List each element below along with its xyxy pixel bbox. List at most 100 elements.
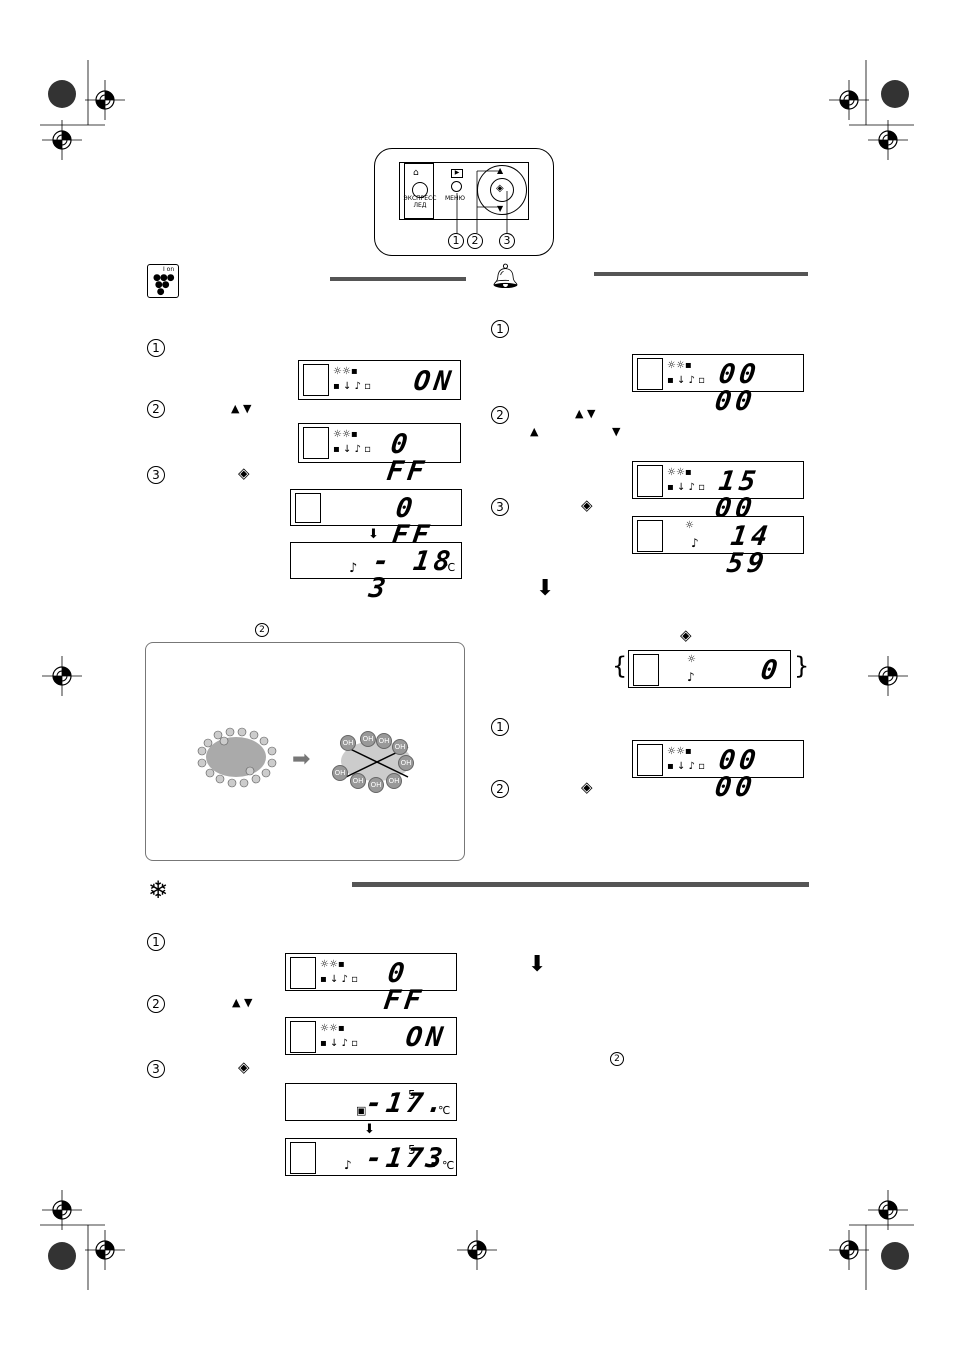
- ion-section-rule: [330, 277, 466, 281]
- down-arrow-icon: ⬇: [368, 527, 379, 542]
- status-icons: ☼☼▪▪ ↓ ♪ ▫: [667, 746, 705, 772]
- lcd-readout: 00 00: [712, 745, 762, 803]
- negative-ion-ring: [197, 727, 277, 788]
- status-icons: ☼☼▪▪ ↓ ♪ ▫: [320, 1023, 358, 1049]
- control-panel-diagram: ⌂ ЭКСПРЕСС ЛЕД ▶ МЕНЮ ▲ ▼ ◈ 1 2 3: [374, 148, 554, 256]
- lcd-readout: 0: [758, 655, 784, 686]
- down-arrow-icon: ⬇: [364, 1122, 375, 1137]
- oh-radical: OH: [376, 733, 392, 749]
- freeze-step-1: 1: [147, 933, 165, 951]
- ion-lcd-1: ☼☼▪▪ ↓ ♪ ▫ ON: [298, 360, 461, 400]
- lcd-decimal: 5: [408, 1143, 416, 1157]
- celsius-unit: ℃: [442, 1159, 455, 1172]
- ion-indicator-icon: [295, 493, 321, 523]
- freeze-step-3: 3: [147, 1060, 165, 1078]
- status-icons: ☼☼▪▪ ↓ ♪ ▫: [667, 360, 705, 386]
- enter-icon: ◈: [496, 183, 504, 194]
- ion-indicator-icon: [637, 358, 663, 390]
- alarm-lcd-5: ☼☼▪▪ ↓ ♪ ▫ 00 00: [632, 740, 804, 803]
- lcd-decimal: 5: [408, 1088, 416, 1102]
- bacteria-with-ions-illustration: [206, 737, 266, 777]
- ion-indicator-icon: [303, 364, 329, 396]
- express-label: ЭКСПРЕСС ЛЕД: [403, 195, 437, 209]
- ion-indicator-icon: [637, 744, 663, 776]
- express-freeze-button[interactable]: ⌂: [404, 163, 434, 219]
- up-arrow-icon: ▲: [530, 425, 539, 438]
- flash-bracket-right: }: [794, 652, 810, 680]
- alarm-lcd-4: ☼ ♪ 0: [628, 650, 791, 688]
- menu-label: МЕНЮ: [445, 195, 465, 202]
- ion-indicator-icon: [303, 427, 329, 459]
- navigation-dial[interactable]: ▲ ▼ ◈: [477, 165, 527, 215]
- lcd-readout: 0 FF: [381, 958, 427, 1016]
- freeze-lcd-2: ☼☼▪▪ ↓ ♪ ▫ ON: [285, 1017, 457, 1055]
- ion-indicator-icon: [290, 957, 316, 989]
- ion-indicator-icon: [290, 1142, 316, 1174]
- down-arrow-icon: ▼: [497, 204, 504, 213]
- lcd-readout: 15 00: [712, 466, 762, 524]
- music-note-icon: ♪: [344, 1158, 352, 1172]
- oh-radical: OH: [398, 755, 414, 771]
- music-note-icon: ♪: [349, 561, 358, 576]
- lcd-readout: 0 FF: [384, 429, 430, 487]
- music-note-icon: ♪: [687, 670, 695, 684]
- up-down-arrows-icon: ▲ ▼: [232, 996, 253, 1009]
- alarm-lcd-3: ☼ ♪ 14 59: [632, 516, 804, 579]
- oh-radical: OH: [332, 765, 348, 781]
- callout-3: 3: [499, 233, 515, 249]
- status-icons: ☼☼▪▪ ↓ ♪ ▫: [667, 467, 705, 493]
- enter-icon: ◈: [581, 496, 593, 514]
- alarm-b-step-1: 1: [491, 718, 509, 736]
- up-down-arrows-icon: ▲ ▼: [575, 407, 596, 420]
- enter-icon: ◈: [238, 464, 250, 482]
- celsius-unit: ℃: [438, 1104, 451, 1117]
- down-arrow-icon: ⬇: [536, 576, 555, 601]
- enter-icon: ◈: [238, 1058, 250, 1076]
- alarm-b-step-2: 2: [491, 780, 509, 798]
- music-note-icon: ♪: [691, 536, 699, 550]
- enter-icon: ◈: [680, 626, 692, 644]
- oh-radical: OH: [360, 731, 376, 747]
- ion-step2-arrows: ▲ ▼: [231, 402, 252, 415]
- lcd-readout: -17.: [363, 1088, 450, 1119]
- freeze-lcd-1: ☼☼▪▪ ↓ ♪ ▫ 0 FF: [285, 953, 457, 1016]
- lcd-readout: 00 00: [712, 359, 762, 417]
- ion-indicator-icon: [633, 654, 659, 686]
- ion-note-step-ref: 2: [255, 623, 269, 637]
- down-arrow-icon: ▼: [612, 425, 621, 438]
- freeze-lcd-3: ▣ -17. 5 ℃: [285, 1083, 457, 1121]
- oh-radical: OH: [340, 735, 356, 751]
- alarm-section-rule: [594, 272, 808, 276]
- status-icons: ☼☼▪▪ ↓ ♪ ▫: [333, 366, 371, 392]
- lock-icon: ▣: [356, 1104, 367, 1117]
- freeze-lcd-4: ♪ -17. 5 3 ℃: [285, 1138, 457, 1176]
- status-icons: ☼☼▪▪ ↓ ♪ ▫: [320, 959, 358, 985]
- ion-lcd-2: ☼☼▪▪ ↓ ♪ ▫ 0 FF: [298, 423, 461, 487]
- ion-step-2: 2: [147, 400, 165, 418]
- fridge-icon: ⌂: [413, 168, 419, 178]
- ion-section-icon: I on ●●● ●● ●: [147, 264, 179, 298]
- alarm-bell-small-icon: ☼: [685, 520, 694, 531]
- alarm-bell-icon: 🔔︎: [490, 262, 521, 290]
- ion-step-1: 1: [147, 339, 165, 357]
- freeze-section-icon: ❄: [148, 876, 169, 904]
- flash-bracket-left: {: [612, 652, 628, 680]
- oh-radical: OH: [368, 777, 384, 793]
- arrow-right-icon: ➡: [292, 747, 311, 772]
- alarm-bell-small-icon: ☼: [687, 654, 696, 665]
- ion-indicator-icon: [290, 1021, 316, 1053]
- ion-info-box: ➡ OH OH OH OH OH OH OH OH OH: [145, 642, 465, 861]
- menu-button[interactable]: [451, 181, 462, 192]
- freeze-step-2: 2: [147, 995, 165, 1013]
- celsius-unit: ℃: [443, 561, 456, 574]
- freeze-step-ref: 2: [610, 1052, 624, 1066]
- alarm-step-1: 1: [491, 320, 509, 338]
- ion-indicator-icon: [637, 465, 663, 497]
- alarm-lcd-2: ☼☼▪▪ ↓ ♪ ▫ 15 00: [632, 461, 804, 524]
- oh-radical: OH: [392, 739, 408, 755]
- up-arrow-icon: ▲: [497, 166, 504, 175]
- freeze-section-rule: [352, 882, 809, 887]
- lcd-readout: ON: [411, 366, 457, 397]
- menu-icon: ▶: [451, 169, 463, 178]
